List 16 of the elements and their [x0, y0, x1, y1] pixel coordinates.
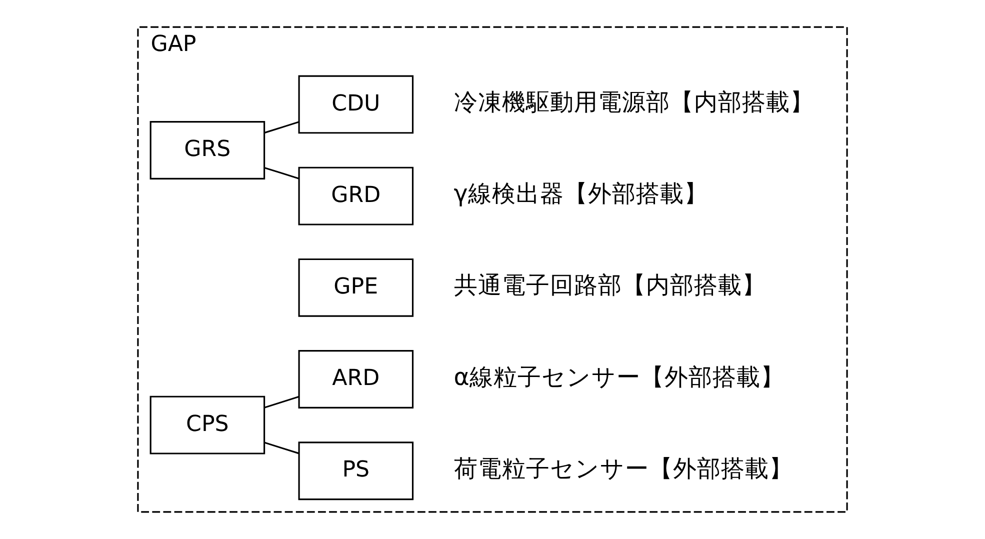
node-box: ARD	[298, 350, 414, 408]
connector	[264, 442, 299, 454]
node-box: CPS	[150, 396, 266, 454]
node-label: 荷電粒子センサー【外部搭載】	[454, 454, 793, 482]
node-box: GPE	[298, 258, 414, 317]
node-box: CDU	[298, 75, 414, 134]
node-label: 共通電子回路部【内部搭載】	[454, 271, 766, 300]
node-box: GRS	[150, 121, 266, 180]
node-box: GRD	[298, 166, 414, 226]
node-label: γ線検出器【外部搭載】	[454, 180, 708, 208]
node-label: 冷凍機駆動用電源部【内部搭載】	[454, 88, 814, 116]
connector	[264, 166, 299, 180]
node-box: PS	[298, 442, 414, 500]
connector	[264, 396, 299, 408]
node-label: α線粒子センサー【外部搭載】	[454, 362, 784, 391]
connector	[264, 121, 299, 134]
